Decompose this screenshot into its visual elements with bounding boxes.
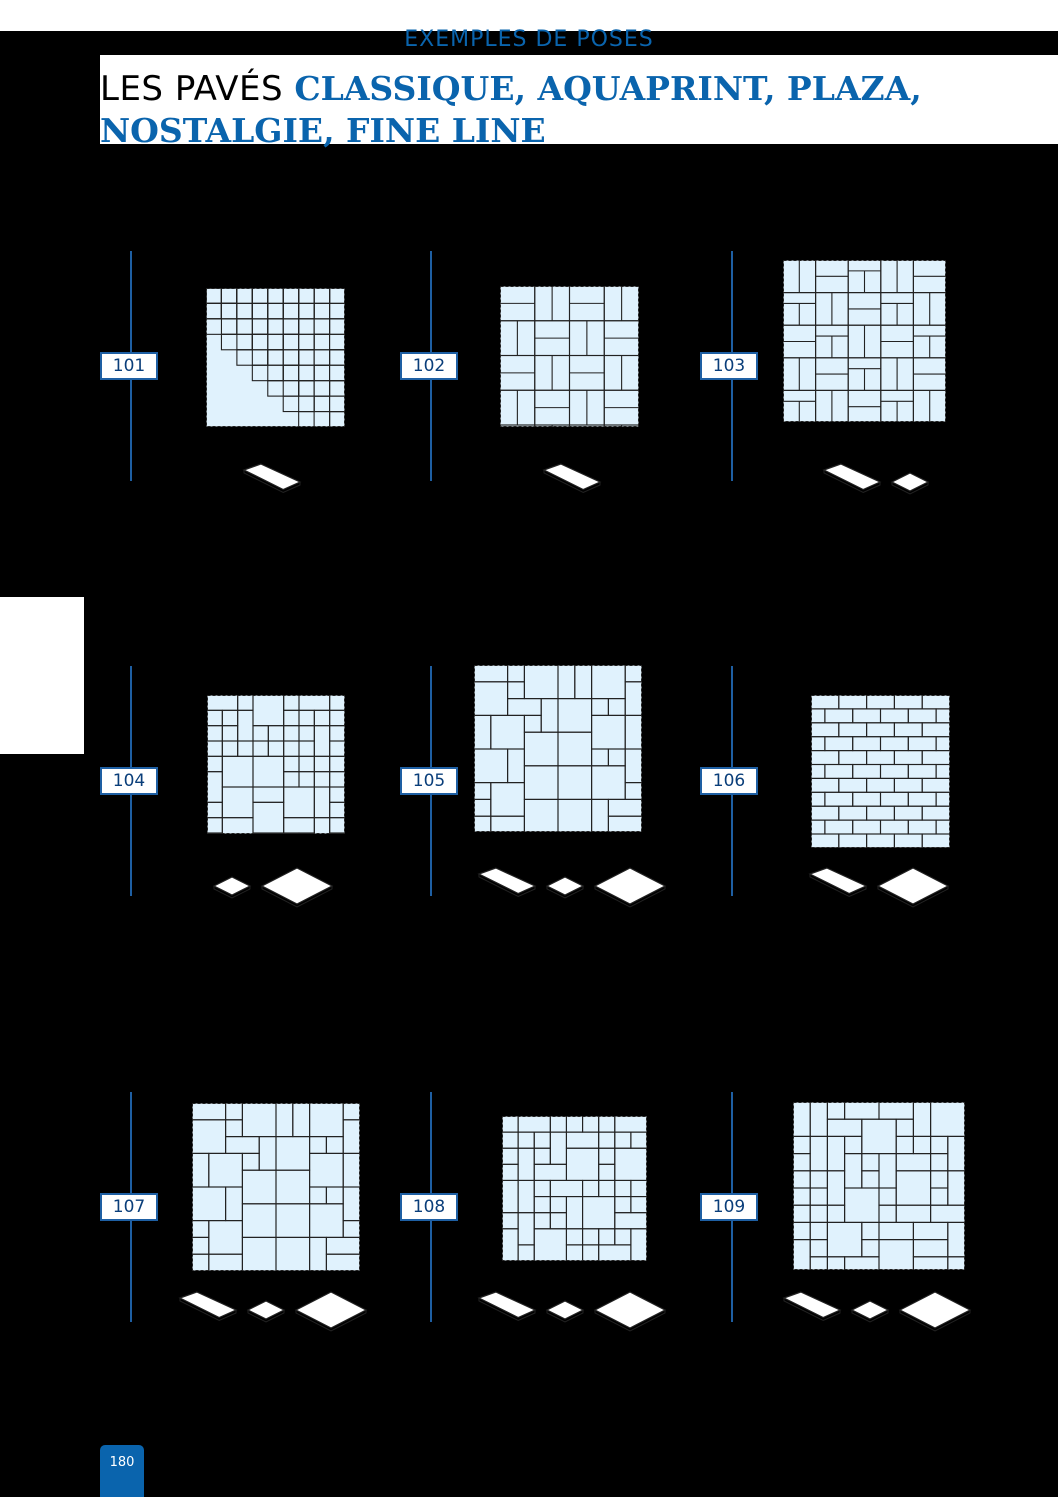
pattern-number: 105 — [400, 767, 458, 795]
pattern-diagram — [502, 1116, 647, 1261]
top-strip — [0, 0, 1058, 31]
paver-pieces — [477, 867, 667, 908]
page-number: 180 — [100, 1445, 144, 1497]
pattern-diagram — [811, 695, 950, 848]
page-title: LES PAVÉS CLASSIQUE, AQUAPRINT, PLAZA, N… — [100, 55, 1058, 150]
pattern-diagram — [192, 1103, 360, 1271]
pattern-number: 106 — [700, 767, 758, 795]
title-bold-1: CLASSIQUE, AQUAPRINT, PLAZA, — [294, 69, 922, 108]
paver-pieces — [477, 1291, 667, 1332]
paver-pieces — [178, 1291, 368, 1332]
pattern-diagram — [207, 695, 345, 834]
paver-pieces — [808, 867, 950, 908]
paver-pieces — [242, 463, 302, 494]
title-bold-2: NOSTALGIE, FINE LINE — [100, 111, 546, 150]
title-line-2: NOSTALGIE, FINE LINE — [100, 111, 546, 151]
pattern-number: 109 — [700, 1193, 758, 1221]
pattern-number: 102 — [400, 352, 458, 380]
title-plain: LES PAVÉS — [100, 69, 295, 109]
pattern-number: 101 — [100, 352, 158, 380]
pattern-diagram — [793, 1102, 965, 1270]
pattern-diagram — [206, 288, 345, 427]
title-line-1: LES PAVÉS CLASSIQUE, AQUAPRINT, PLAZA, — [100, 69, 922, 109]
pattern-number: 108 — [400, 1193, 458, 1221]
paver-pieces — [782, 1291, 972, 1332]
pattern-number: 104 — [100, 767, 158, 795]
paver-pieces — [822, 463, 930, 495]
section-label: EXEMPLES DE POSES — [404, 27, 654, 52]
pattern-diagram — [783, 260, 946, 422]
side-tab — [0, 597, 84, 754]
pattern-number: 103 — [700, 352, 758, 380]
pattern-diagram — [474, 665, 642, 832]
paver-pieces — [212, 867, 334, 908]
paver-pieces — [542, 463, 602, 494]
pattern-diagram — [500, 286, 639, 427]
pattern-number: 107 — [100, 1193, 158, 1221]
